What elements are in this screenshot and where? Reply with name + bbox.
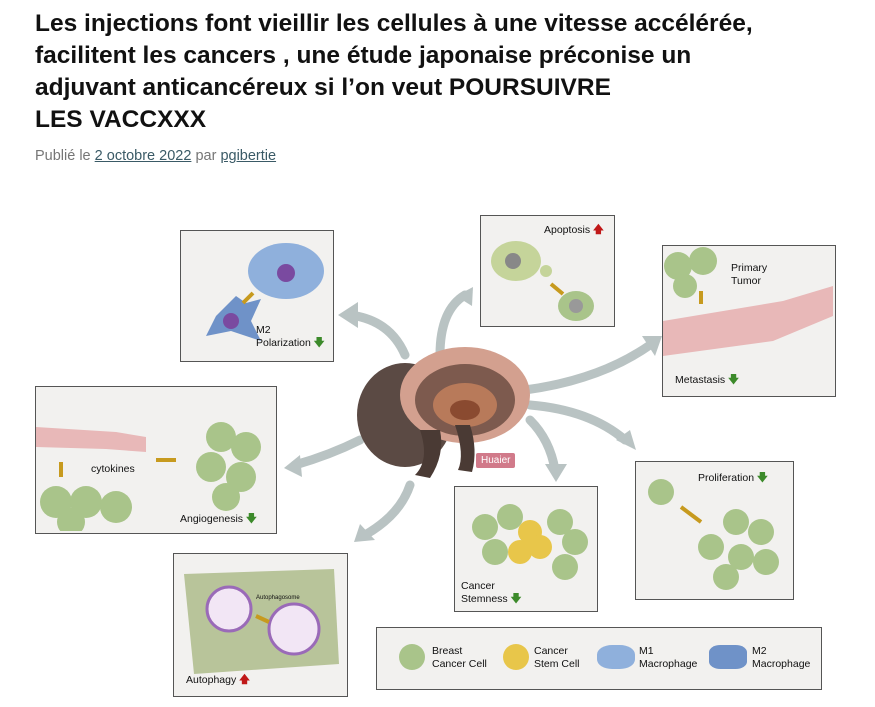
- angiogenesis-icon: [36, 422, 261, 531]
- proliferation-icon: [648, 479, 779, 590]
- stem-cell-icon: [503, 644, 529, 670]
- author-link[interactable]: pgibertie: [220, 148, 277, 164]
- stem-cell-cluster-icon: [472, 504, 588, 580]
- post-date-link[interactable]: 2 octobre 2022: [94, 148, 192, 164]
- m2-macrophage-icon: [709, 645, 747, 669]
- post-meta: Publié le 2 octobre 2022 par pgibertie: [35, 148, 277, 164]
- autophagy-panel: Autophagosome Autophagy 🡅: [173, 553, 348, 697]
- vessel-icon: [663, 247, 833, 356]
- proliferation-panel: Proliferation 🡇: [635, 461, 794, 600]
- post-title: Les injections font vieillir les cellule…: [35, 10, 753, 133]
- angiogenesis-panel: cytokines Angiogenesis 🡇: [35, 386, 277, 534]
- huaier-label: Huaier: [476, 453, 516, 468]
- apoptosis-panel: Apoptosis 🡅: [480, 215, 615, 327]
- macrophage-icon: [206, 243, 324, 341]
- legend-breast-cancer-cell: [399, 644, 425, 670]
- breast-cell-icon: [399, 644, 425, 670]
- autophagosome-icon: [184, 569, 339, 674]
- apoptosis-cell-icon: [491, 241, 594, 321]
- m1-macrophage-icon: [597, 645, 635, 669]
- huaier-mushroom-icon: [357, 347, 530, 478]
